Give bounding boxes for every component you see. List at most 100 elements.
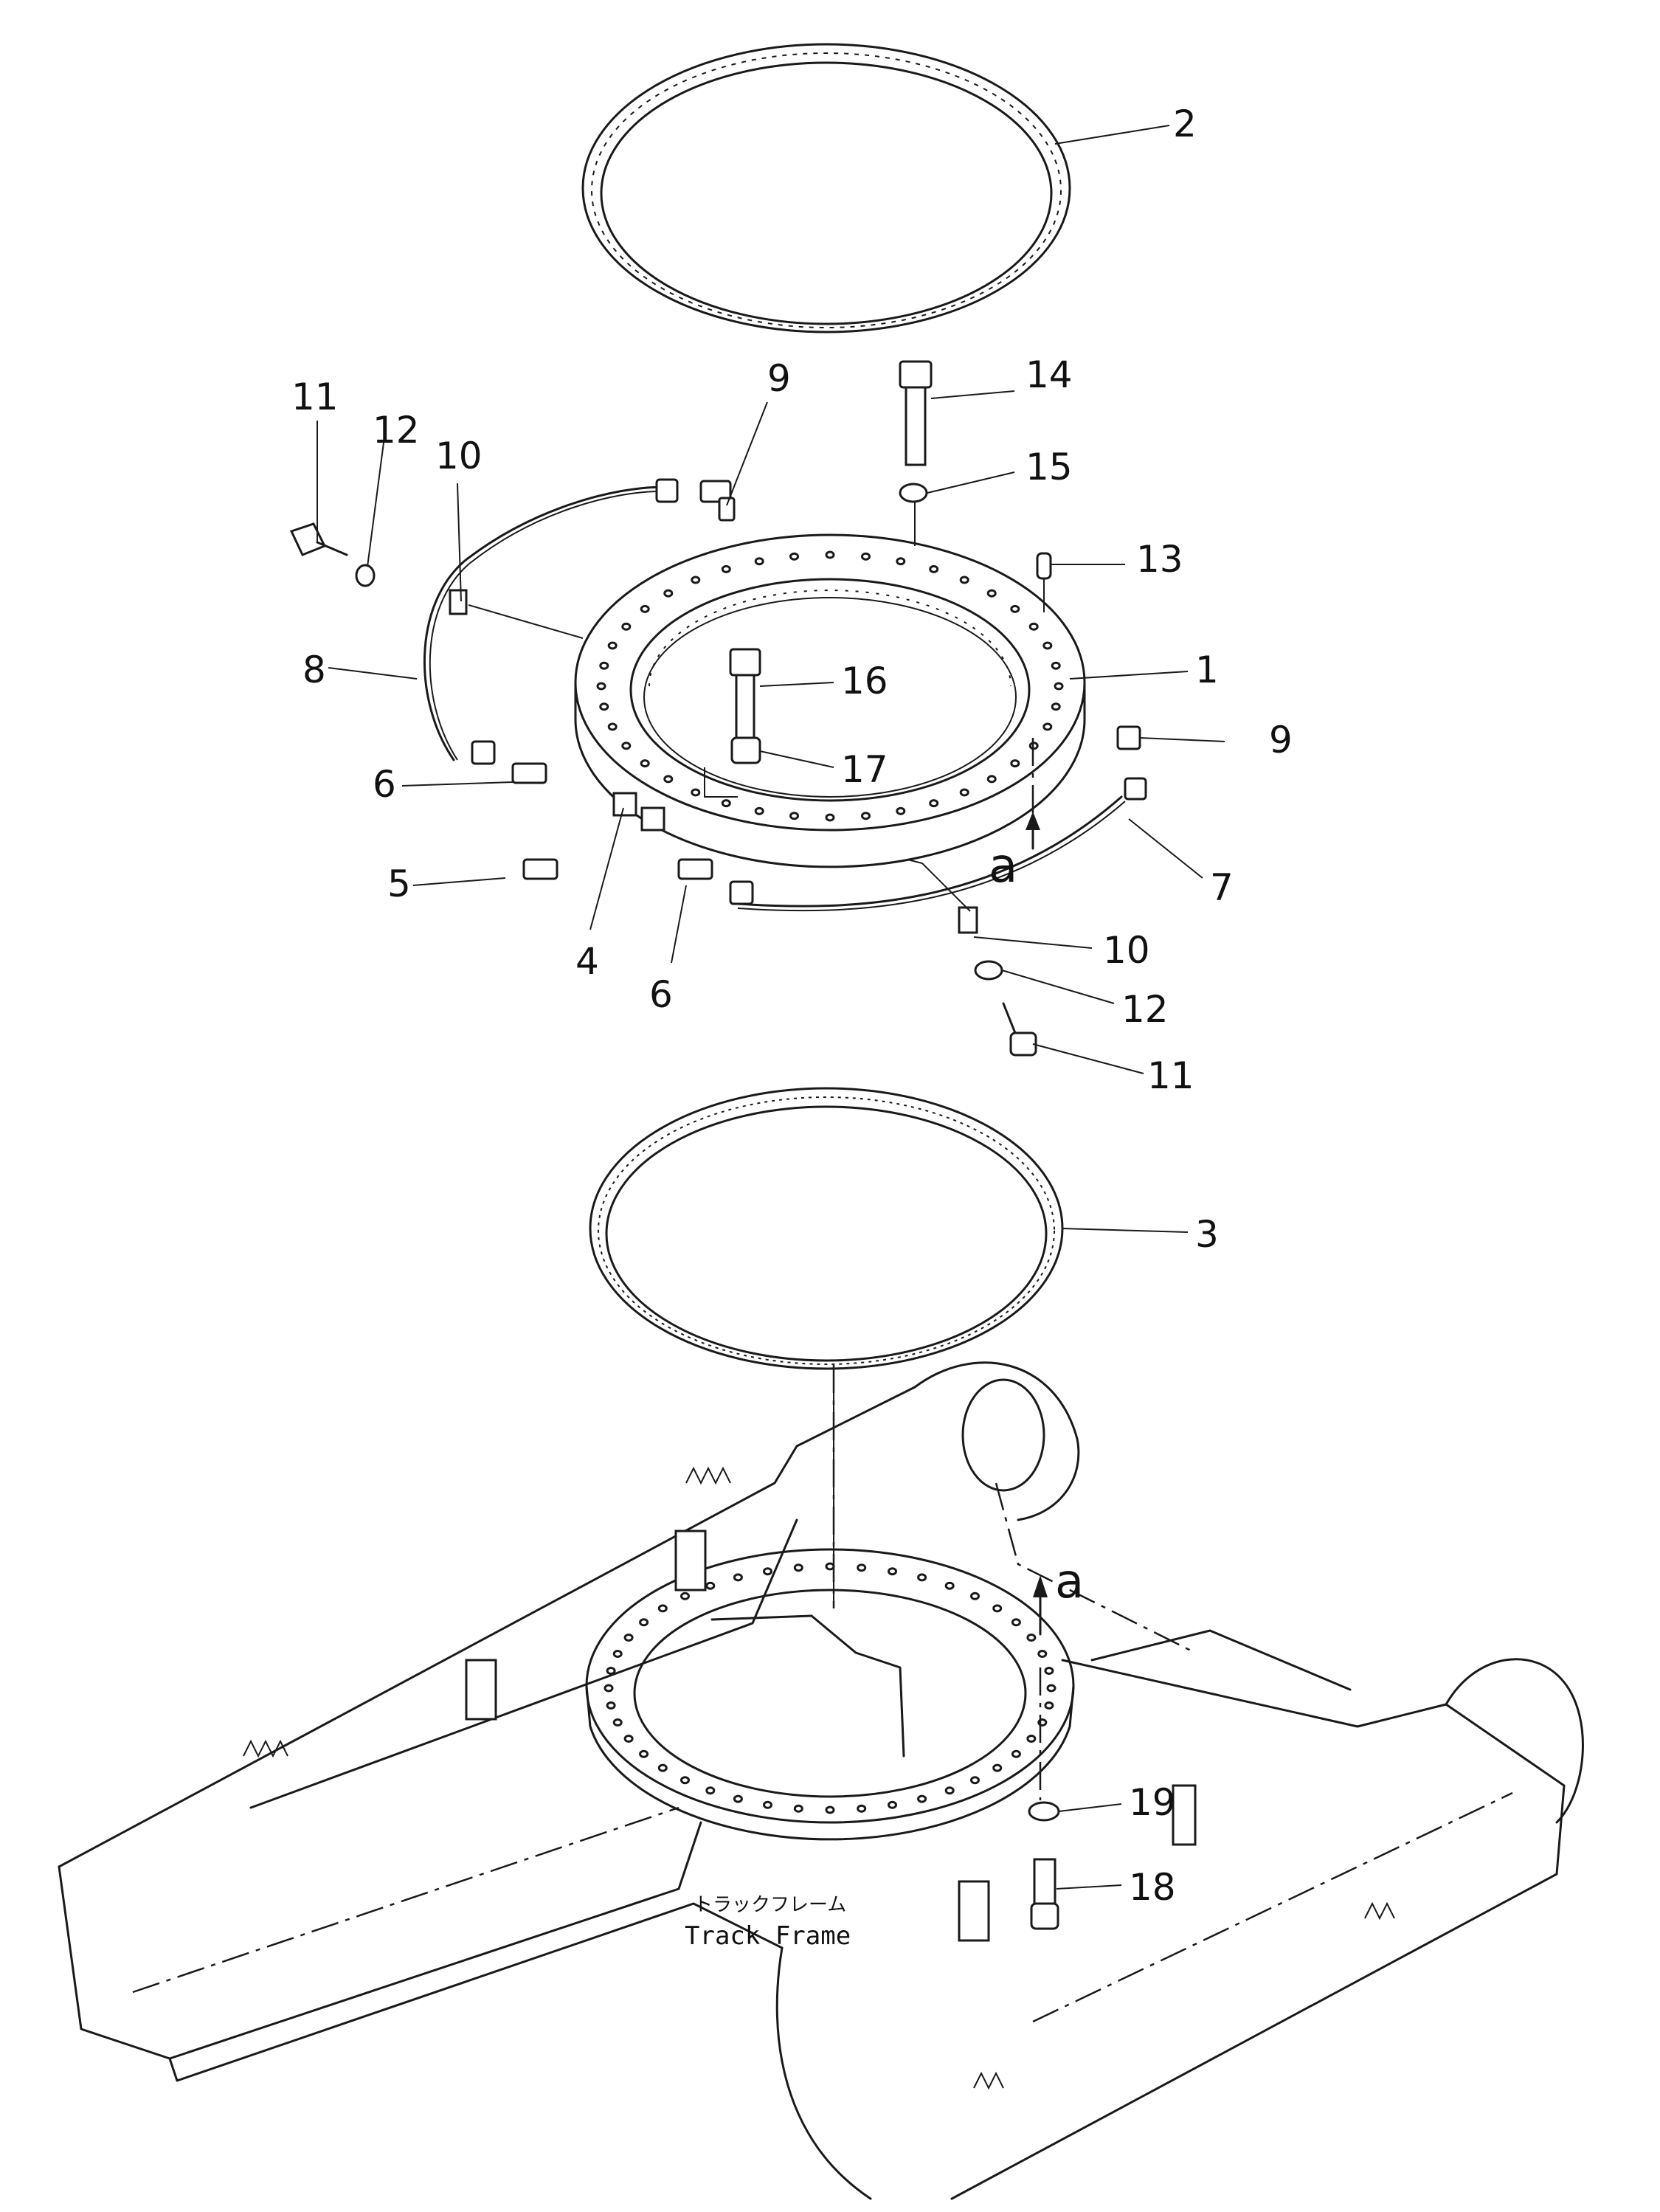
bolt-hole [663,775,674,784]
bolt-hole [944,1581,955,1590]
bolt-hole [888,1800,897,1809]
bolt-hole [639,1749,649,1758]
callout-19: 19 [1129,1781,1176,1824]
bolt-hole [929,564,939,573]
bolt-hole [970,1776,980,1785]
bolt-hole [825,1562,835,1571]
bolt-hole [992,1763,1003,1772]
bolt-hole [917,1573,927,1582]
bolt-hole [623,1735,634,1743]
bolt-hole [607,722,618,731]
callout-9-top: 9 [767,357,791,400]
bolt-hole [1054,682,1064,691]
bolt-hole [606,1701,616,1710]
callout-3: 3 [1195,1213,1219,1256]
bolt-hole [733,1573,743,1582]
bolt-hole [721,799,731,808]
bolt-hole [1051,702,1061,711]
bolt-hole [621,622,632,631]
callout-2: 2 [1173,103,1197,145]
bolt-hole [733,1794,743,1803]
bolt-hole [640,604,650,613]
bolt-hole [680,1591,690,1600]
bolt-hole [1026,1634,1037,1642]
callout-labels: 2 1 3 4 5 6 6 7 8 9 9 10 10 11 11 12 12 … [291,103,1293,1909]
callout-5: 5 [387,863,411,905]
callout-14: 14 [1026,353,1073,396]
bolt-hole [1026,1735,1037,1743]
bolt-hole [970,1591,980,1600]
callout-18: 18 [1129,1866,1176,1909]
bolt-hole [763,1567,772,1576]
bearing-bolt-holes [596,550,1064,822]
bolt-hole [992,1604,1003,1613]
bolt-hole [705,1786,716,1795]
bolt-hole [639,1618,649,1627]
bolt-hole [1037,1650,1048,1658]
bolt-hole [1011,1749,1021,1758]
bolt-hole [944,1786,955,1795]
bolt-hole [1011,1618,1021,1627]
callout-7: 7 [1210,866,1234,909]
seal-ring-bottom [589,1087,1064,1370]
bolt-hole [1010,759,1020,768]
bolt-hole [640,759,650,768]
bolt-hole [607,641,618,650]
bolt-hole [596,682,606,691]
bolt-hole [1051,661,1061,670]
bolt-hole [917,1794,927,1803]
caption-japanese: トラックフレーム [694,1894,846,1916]
bolt-hole [599,702,609,711]
callout-1: 1 [1195,649,1219,691]
leader-lines [317,125,1225,1890]
bolt-hole [825,550,835,559]
callout-13: 13 [1136,538,1183,581]
bolt-hole [959,576,969,584]
bolt-hole [680,1776,690,1785]
bolt-hole [623,1634,634,1642]
bolt-hole [857,1563,867,1572]
bolt-hole [896,806,906,815]
bolt-hole [1042,641,1053,650]
bolt-hole [861,552,871,561]
callout-12-top: 12 [373,409,420,452]
bolt-hole [1044,1701,1054,1710]
bolt-hole [1044,1667,1054,1675]
bolt-hole [1028,622,1039,631]
bolt-hole [1010,604,1020,613]
callout-11-top: 11 [291,376,339,418]
bolt-hole [754,806,764,815]
bolt-hole [929,799,939,808]
callout-9-right: 9 [1269,719,1293,761]
callout-15: 15 [1026,446,1073,488]
bolt-hole [861,812,871,820]
track-frame [58,1361,1584,2200]
bolt-hole [612,1718,623,1727]
bolts-and-pins [704,360,1052,850]
bolt-hole [1046,1684,1056,1693]
callout-10-bottom: 10 [1103,929,1150,972]
callout-4: 4 [575,940,599,983]
track-frame-caption: トラックフレーム Track Frame [685,1894,851,1951]
bolt-hole [663,589,674,598]
bolt-hole [763,1800,772,1809]
bolt-hole [604,1684,614,1693]
bolt-hole [825,1805,835,1814]
callout-8: 8 [302,649,326,691]
frame-bolt-holes [604,1562,1056,1814]
bolt-hole [705,1581,716,1590]
bolt-hole [621,742,632,750]
bolt-hole [657,1604,668,1613]
bolt-hole [789,812,799,820]
bolt-hole [789,552,799,561]
bolt-hole [754,557,764,566]
seal-ring-top [581,43,1071,333]
bolt-hole [612,1650,623,1658]
bolt-hole [896,557,906,566]
bolt-hole [691,576,701,584]
callout-6-left: 6 [373,763,396,806]
bolt-hole [691,788,701,797]
callout-11-bottom: 11 [1147,1054,1194,1097]
bolt-hole [1042,722,1053,731]
